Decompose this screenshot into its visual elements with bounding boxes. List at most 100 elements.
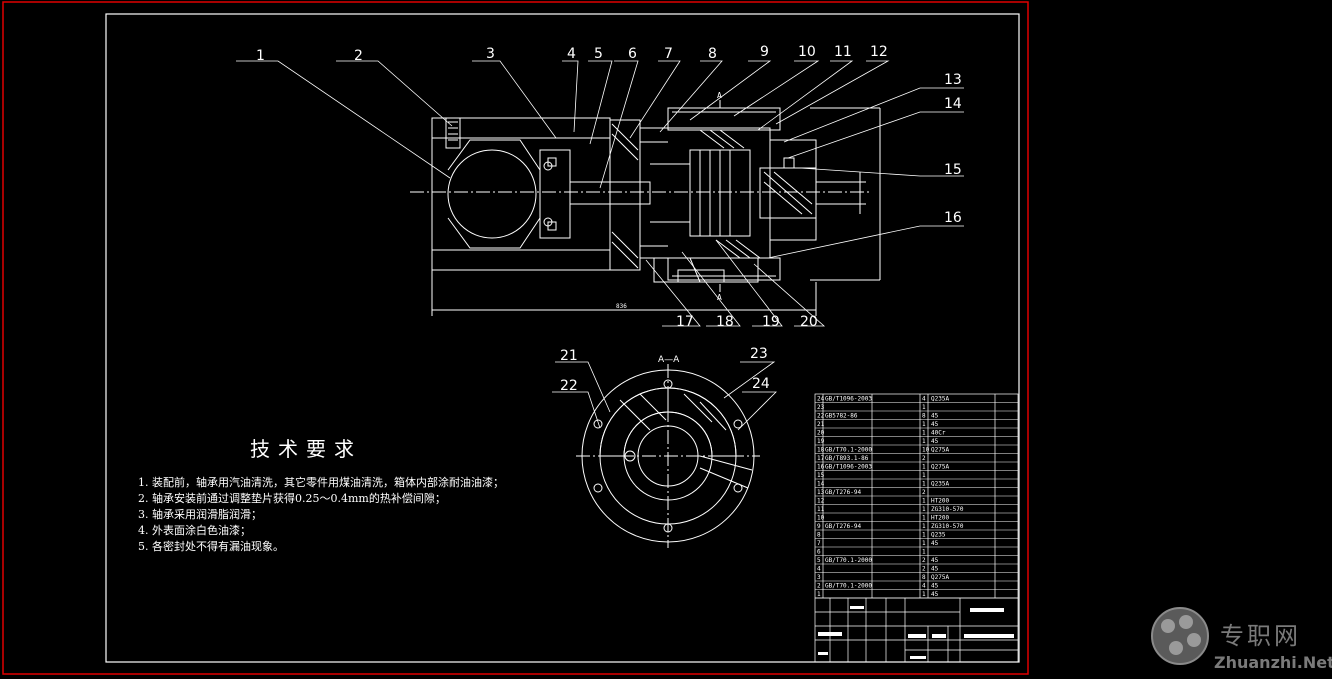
bom-cell-no: 22 [817,413,825,420]
part-label: 16 [944,210,962,226]
watermark-text-en: Zhuanzhi.Net [1214,653,1332,672]
bom-cell-qty: 2 [922,557,926,564]
part-label: 5 [594,46,603,62]
part-label: 18 [716,314,734,330]
section-label: A—A [658,355,680,365]
bom-cell-standard: GB/T1096-2003 [825,464,872,471]
part-number-labels: 1 2 3 4 5 6 7 8 9 10 11 12 13 14 15 16 1… [256,44,962,394]
bom-cell-standard: GB/T893.1-86 [825,455,869,462]
bom-cell-qty: 1 [922,498,926,505]
bom-cell-material: Q275A [931,464,949,471]
tech-requirement-item: 1. 装配前，轴承用汽油清洗，其它零件用煤油清洗，箱体内部涂耐油油漆； [138,475,504,489]
part-label: 12 [870,44,888,60]
bom-cell-no: 1 [817,591,821,598]
part-label: 6 [628,46,637,62]
bom-cell-qty: 1 [922,515,926,522]
bom-cell-no: 10 [817,515,825,522]
bom-cell-no: 20 [817,430,825,437]
bom-cell-standard: GB5782-86 [825,413,858,420]
bom-cell-material: Q275A [931,574,949,581]
view-marker-bottom: A [717,293,722,302]
tech-requirements: 技术要求 1. 装配前，轴承用汽油清洗，其它零件用煤油清洗，箱体内部涂耐油油漆；… [138,437,504,553]
tech-requirements-title: 技术要求 [250,437,362,461]
part-label: 8 [708,46,717,62]
bom-cell-no: 2 [817,583,821,590]
part-label: 10 [798,44,816,60]
bom-cell-material: 45 [931,438,939,445]
bom-cell-no: 18 [817,447,825,454]
bom-cell-qty: 1 [922,430,926,437]
part-label: 15 [944,162,962,178]
bom-cell-material: 45 [931,540,939,547]
bom-cell-material: Q235A [931,396,949,403]
tech-requirement-item: 4. 外表面涂白色油漆； [138,523,251,537]
part-label: 3 [486,46,495,62]
bom-cell-material: 45 [931,591,939,598]
bom-cell-material: 45 [931,421,939,428]
bom-cell-material: ZG310-570 [931,523,964,530]
part-label: 21 [560,348,578,364]
part-label: 2 [354,48,363,64]
part-label: 11 [834,44,852,60]
bom-cell-qty: 1 [922,404,926,411]
bom-cell-no: 23 [817,404,825,411]
bom-cell-standard: GB/T70.1-2000 [825,557,872,564]
bom-cell-qty: 2 [922,489,926,496]
bom-cell-no: 8 [817,532,821,539]
bom-cell-no: 11 [817,506,825,513]
bom-cell-material: ZG310-570 [931,506,964,513]
bom-cell-qty: 10 [922,447,930,454]
part-label: 13 [944,72,962,88]
bom-cell-qty: 4 [922,396,926,403]
part-label: 7 [664,46,673,62]
bom-cell-qty: 4 [922,583,926,590]
section-a-a-view [576,364,760,548]
part-label: 9 [760,44,769,60]
bom-cell-qty: 1 [922,438,926,445]
bom-cell-qty: 1 [922,481,926,488]
bom-cell-qty: 1 [922,464,926,471]
bom-cell-material: HT200 [931,515,949,522]
bom-cell-material: Q275A [931,447,949,454]
bom-cell-standard: GB/T70.1-2000 [825,583,872,590]
bom-cell-qty: 1 [922,421,926,428]
tech-requirement-item: 2. 轴承安装前通过调整垫片获得0.25～0.4mm的热补偿间隙； [138,491,446,505]
bom-cell-qty: 2 [922,566,926,573]
bom-cell-qty: 1 [922,523,926,530]
bom-cell-material: 40Cr [931,430,946,437]
part-label: 1 [256,48,265,64]
bom-cell-no: 19 [817,438,825,445]
title-block-fill [818,606,1014,659]
bom-cell-standard: GB/T1096-2003 [825,396,872,403]
bom-cell-no: 17 [817,455,825,462]
bom-cell-material: 45 [931,566,939,573]
watermark-text-cn: 专职网 [1220,622,1301,650]
assembly-section-view [410,100,881,316]
bom-cell-no: 24 [817,396,825,403]
bom-cell-standard: GB/T276-94 [825,523,862,530]
part-label: 19 [762,314,780,330]
bom-cell-no: 13 [817,489,825,496]
leader-lines [236,60,964,431]
bom-cell-material: Q235A [931,481,949,488]
view-marker-top: A [717,91,722,100]
bom-cell-qty: 2 [922,455,926,462]
bom-cell-qty: 1 [922,549,926,556]
part-label: 22 [560,378,578,394]
outer-frame [2,1,1029,675]
bom-cell-material: 45 [931,583,939,590]
bom-cell-material: HT200 [931,498,949,505]
bom-cell-no: 16 [817,464,825,471]
bom-cell-no: 9 [817,523,821,530]
part-label: 20 [800,314,818,330]
bom-cell-no: 6 [817,549,821,556]
part-label: 24 [752,376,770,392]
tech-requirement-item: 3. 轴承采用润滑脂润滑； [138,507,262,521]
bom-cell-qty: 8 [922,413,926,420]
bom-cell-no: 15 [817,472,825,479]
bom-cell-no: 5 [817,557,821,564]
tech-requirement-item: 5. 各密封处不得有漏油现象。 [138,539,284,553]
bom-cell-qty: 8 [922,574,926,581]
